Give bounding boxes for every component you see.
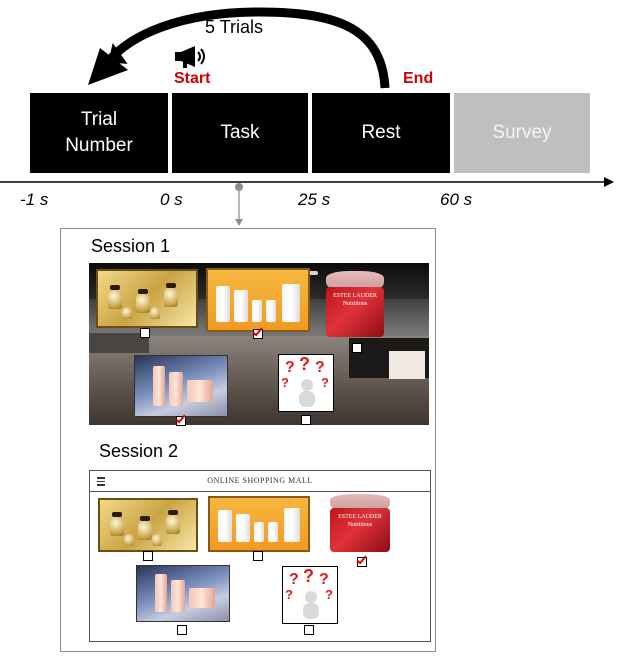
session-title: Session 1 (91, 236, 171, 256)
task-connector (235, 183, 243, 226)
phase-label: Rest (361, 122, 401, 143)
tick-label: 0 s (160, 190, 183, 209)
experiment-timeline: 5 Trials Start End Trial Number Task Res… (0, 0, 617, 226)
product-gold-set (96, 269, 198, 328)
start-marker: Start (174, 70, 211, 87)
checkbox-icon[interactable] (177, 625, 187, 635)
store-counter (89, 333, 149, 353)
phase-label: Task (220, 122, 260, 143)
product-pink-set (134, 355, 228, 417)
checkbox-icon[interactable] (176, 416, 186, 426)
unknown-product-card: ? ? ? ? ? (278, 354, 334, 412)
time-axis (0, 177, 614, 187)
product-gold-set (98, 498, 198, 552)
checkbox-icon[interactable] (140, 328, 150, 338)
jar-brand: ESTEE LAUDER (333, 293, 377, 300)
store-sign (389, 351, 425, 379)
session-title: Session 2 (99, 441, 179, 461)
phase-label: Trial Number (65, 109, 133, 156)
phase-trial-number: Trial Number (30, 93, 168, 173)
jar-name: Nutritious (347, 522, 373, 529)
phase-survey: Survey (454, 93, 590, 173)
checkbox-icon[interactable] (301, 415, 311, 425)
jar-brand: ESTEE LAUDER (338, 514, 382, 521)
mall-title: ONLINE SHOPPING MALL (207, 476, 313, 485)
tick-label: 25 s (298, 190, 331, 209)
phase-task: Task (172, 93, 308, 173)
tick-label: -1 s (20, 190, 49, 209)
hamburger-menu-icon[interactable] (97, 477, 105, 488)
header-divider (90, 491, 430, 492)
checkbox-icon[interactable] (304, 625, 314, 635)
curved-arrow-icon (88, 7, 390, 89)
tick-label: 60 s (440, 190, 473, 209)
product-white-set (206, 268, 310, 332)
ceiling-light (304, 271, 318, 275)
phase-rest: Rest (312, 93, 450, 173)
megaphone-icon (175, 46, 205, 68)
checkbox-icon[interactable] (352, 343, 362, 353)
jar-name: Nutritious (342, 301, 368, 308)
product-white-set (208, 496, 310, 552)
phase-label: Survey (492, 122, 552, 143)
checkbox-icon[interactable] (253, 551, 263, 561)
end-marker: End (403, 70, 434, 87)
loop-label: 5 Trials (205, 17, 264, 37)
checkbox-icon[interactable] (357, 557, 367, 567)
checkbox-icon[interactable] (253, 329, 263, 339)
unknown-product-card: ? ? ? ? ? (282, 566, 338, 624)
product-pink-set (136, 565, 230, 622)
checkbox-icon[interactable] (143, 551, 153, 561)
